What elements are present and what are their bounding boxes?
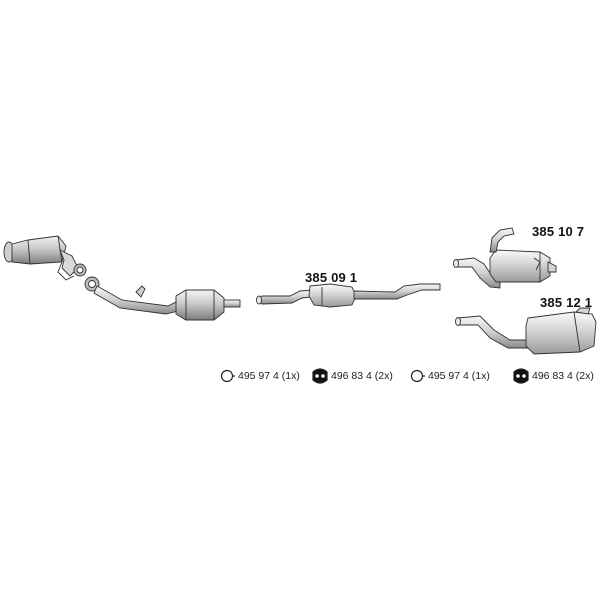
catalyst-outlet-pipe bbox=[223, 299, 241, 308]
rubber-hanger-icon bbox=[513, 368, 529, 384]
rear-muffler-b-body bbox=[525, 311, 597, 355]
middle-silencer bbox=[308, 283, 357, 308]
legend-label: 495 97 4 (1x) bbox=[238, 370, 300, 382]
rear-muffler-a-hanger-pipe bbox=[489, 227, 515, 253]
rear-muffler-b-assembly bbox=[455, 307, 597, 355]
intermediate-pipe bbox=[93, 285, 179, 315]
legend-label: 495 97 4 (1x) bbox=[428, 370, 490, 382]
rear-muffler-b-tailpipe bbox=[575, 307, 591, 315]
part-number-rear-muffler-a: 385 10 7 bbox=[532, 224, 585, 239]
legend-label: 496 83 4 (2x) bbox=[331, 370, 393, 382]
middle-pipe-outlet bbox=[353, 283, 441, 300]
legend-icons bbox=[220, 368, 529, 384]
rear-muffler-b-inlet bbox=[457, 315, 529, 349]
legend-item-hanger-1: 496 83 4 (2x) bbox=[331, 368, 393, 384]
legend-item-clamp-1: 495 97 4 (1x) bbox=[238, 368, 300, 384]
rear-muffler-a-inlet bbox=[455, 257, 501, 289]
oxygen-sensor-stub bbox=[135, 285, 146, 298]
down-pipe bbox=[59, 249, 79, 277]
part-number-rear-muffler-b: 385 12 1 bbox=[540, 295, 593, 310]
rear-catalyst bbox=[175, 289, 225, 321]
middle-pipe-assembly bbox=[256, 283, 441, 308]
rear-muffler-a-body bbox=[489, 249, 551, 283]
front-catalyst bbox=[11, 235, 67, 265]
rear-muffler-a-tailpipe bbox=[547, 261, 557, 273]
legend-item-hanger-2: 496 83 4 (2x) bbox=[532, 368, 594, 384]
legend-item-clamp-2: 495 97 4 (1x) bbox=[428, 368, 490, 384]
part-number-middle-pipe: 385 09 1 bbox=[305, 270, 358, 285]
clamp-ring-icon bbox=[220, 369, 235, 383]
clamp-ring-icon bbox=[410, 369, 425, 383]
front-pipe-catalyst-assembly bbox=[3, 235, 241, 321]
legend-label: 496 83 4 (2x) bbox=[532, 370, 594, 382]
middle-pipe-inlet bbox=[257, 289, 313, 305]
rear-muffler-a-assembly bbox=[453, 227, 557, 289]
rubber-hanger-icon bbox=[312, 368, 328, 384]
